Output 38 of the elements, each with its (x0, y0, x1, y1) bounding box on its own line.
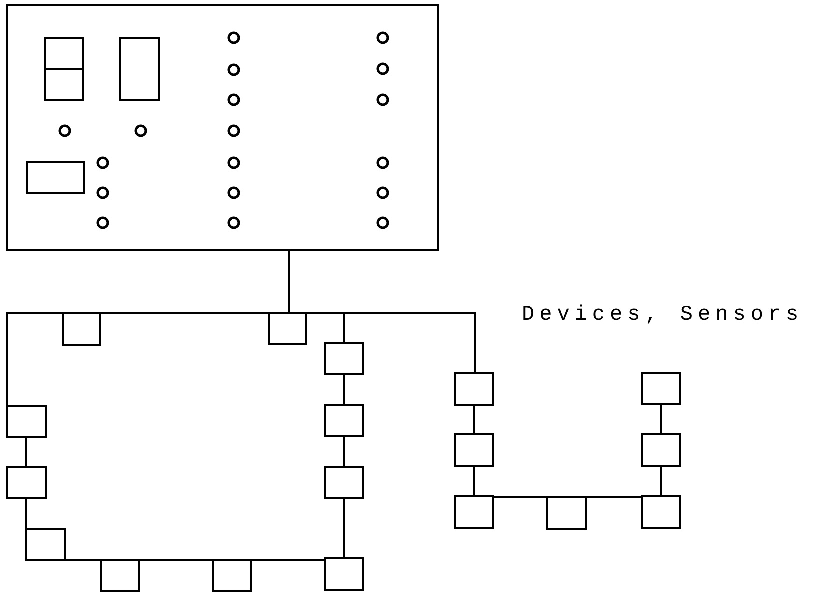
bus-line (343, 436, 345, 467)
bus-line (343, 498, 345, 558)
caption-text: Devices, Sensors (522, 303, 804, 329)
device-box (546, 496, 587, 530)
bus-line (251, 559, 325, 561)
bus-line (25, 437, 27, 467)
bus-line (660, 466, 662, 496)
bus-line (139, 559, 213, 561)
bus-line (6, 312, 63, 406)
device-box (324, 342, 364, 375)
bus-line (586, 496, 642, 498)
device-box (641, 372, 681, 405)
device-box (100, 559, 140, 592)
bus-line (660, 404, 662, 434)
control-panel (6, 4, 439, 251)
device-box (324, 404, 364, 437)
bus-line (473, 466, 475, 496)
device-box (6, 405, 47, 438)
device-box (641, 495, 681, 529)
bus-line (100, 312, 269, 314)
bus-line (343, 374, 345, 405)
device-box (324, 557, 364, 591)
bus-line (473, 405, 475, 434)
device-box (25, 528, 66, 561)
device-box (6, 466, 47, 499)
device-box (268, 312, 307, 345)
device-box (454, 495, 494, 529)
bus-line (493, 496, 547, 498)
bus-line (25, 498, 27, 529)
device-box (641, 433, 681, 467)
device-box (212, 559, 252, 592)
device-box (62, 312, 101, 346)
device-box (324, 466, 364, 499)
bus-line (306, 312, 476, 373)
device-box (454, 372, 494, 406)
device-box (454, 433, 494, 467)
bus-line (65, 559, 101, 561)
bus-line (288, 250, 290, 313)
